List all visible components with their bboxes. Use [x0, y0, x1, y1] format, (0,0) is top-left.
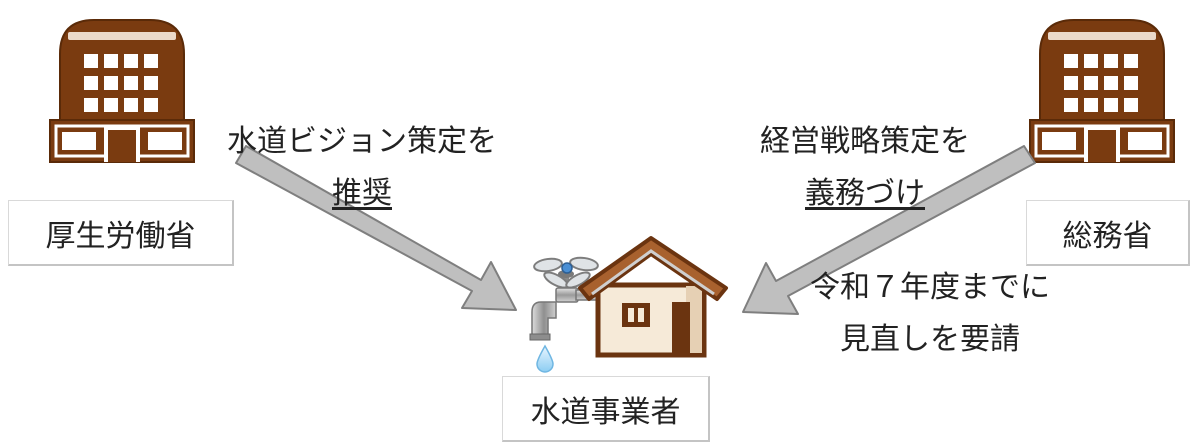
review-request-line1: 令和７年度までに [810, 270, 1050, 305]
recommend-arrow-icon [235, 145, 517, 311]
recommend-caption-line1: 水道ビジョン策定を [227, 124, 497, 159]
mandate-caption-line1: 経営戦略策定を [760, 124, 970, 159]
mhlw-label: 厚生労働省 [45, 218, 196, 254]
mic-label-box: 総務省 [1026, 200, 1190, 266]
mandate-arrow-icon [742, 145, 1036, 315]
recommend-caption: 水道ビジョン策定を 推奨 [212, 116, 512, 220]
mandate-caption: 経営戦略策定を 義務づけ [740, 116, 990, 220]
mic-label: 総務省 [1062, 218, 1153, 254]
review-request-caption: 令和７年度までに 見直しを要請 [800, 262, 1060, 366]
recommend-keyword: 推奨 [332, 176, 392, 211]
review-request-line2: 見直しを要請 [840, 322, 1020, 357]
house-icon [578, 236, 728, 358]
utility-label: 水道事業者 [530, 394, 681, 430]
mhlw-building-icon [49, 19, 195, 163]
mandate-caption-line2: 義務づけ [740, 168, 990, 220]
water-drop-icon [536, 344, 554, 373]
mic-building-icon [1029, 19, 1175, 163]
mhlw-label-box: 厚生労働省 [8, 200, 234, 266]
recommend-caption-line2: 推奨 [212, 168, 512, 220]
mandate-keyword: 義務づけ [805, 176, 925, 211]
utility-label-box: 水道事業者 [502, 376, 710, 442]
